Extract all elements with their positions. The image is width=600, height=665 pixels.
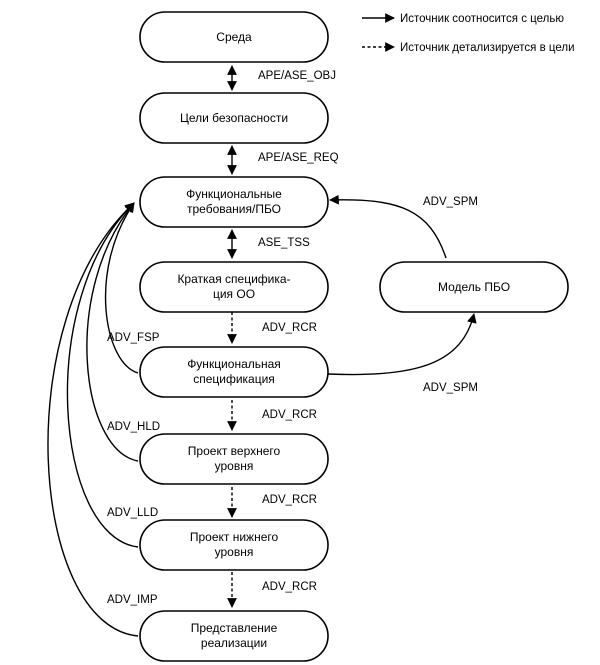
node-functional-spec-line1: Функциональная: [187, 357, 281, 371]
edge-implementation-requirements: [47, 202, 139, 637]
node-security-objectives: Цели безопасности: [139, 92, 329, 144]
node-tsf-model-label: Модель ПБО: [438, 280, 510, 294]
edge-label-adv-rcr-1: ADV_RCR: [262, 322, 317, 334]
node-low-level-design: Проект нижнего уровня: [139, 519, 329, 571]
node-functional-requirements-line1: Функциональные: [186, 187, 282, 201]
edge-funcspec-requirements: [104, 202, 139, 374]
edge-model-requirements: [329, 194, 447, 259]
edge-label-ape-ase-req: APE/ASE_REQ: [258, 152, 339, 164]
node-high-level-design: Проект верхнего уровня: [139, 433, 329, 485]
node-functional-spec-line2: спецификация: [193, 372, 275, 386]
node-functional-requirements-line2: требования/ПБО: [187, 202, 281, 216]
node-environment-label: Среда: [216, 30, 252, 44]
node-tsf-model: Модель ПБО: [379, 261, 569, 313]
edge-hld-requirements: [86, 202, 139, 462]
node-high-level-design-line1: Проект верхнего: [188, 444, 281, 458]
edge-label-adv-fsp: ADV_FSP: [107, 332, 160, 344]
node-toe-summary-spec: Краткая специфика- ция ОО: [139, 261, 329, 313]
edge-funcspec-model: [327, 313, 477, 376]
node-low-level-design-line1: Проект нижнего: [190, 530, 279, 544]
node-security-objectives-label: Цели безопасности: [180, 111, 288, 125]
legend: Источник соотносится с целью Источник де…: [362, 13, 575, 54]
edge-label-adv-spm-bottom: ADV_SPM: [423, 382, 478, 394]
legend-solid-label: Источник соотносится с целью: [400, 13, 564, 25]
edge-label-adv-rcr-2: ADV_RCR: [262, 409, 317, 421]
edge-label-adv-hld: ADV_HLD: [107, 421, 160, 433]
node-implementation-line1: Представление: [191, 621, 278, 635]
node-environment: Среда: [139, 11, 329, 63]
node-implementation: Представление реализации: [139, 610, 329, 662]
node-functional-requirements: Функциональные требования/ПБО: [139, 176, 329, 228]
node-toe-summary-spec-line1: Краткая специфика-: [177, 272, 290, 286]
legend-dashed-label: Источник детализируется в цели: [400, 42, 575, 54]
edge-label-adv-lld: ADV_LLD: [107, 507, 158, 519]
node-implementation-line2: реализации: [201, 636, 267, 650]
node-low-level-design-line2: уровня: [215, 545, 254, 559]
node-functional-spec: Функциональная спецификация: [139, 346, 329, 398]
node-high-level-design-line2: уровня: [215, 459, 254, 473]
node-toe-summary-spec-line2: ция ОО: [213, 287, 255, 301]
edge-label-adv-rcr-3: ADV_RCR: [262, 494, 317, 506]
edge-label-ase-tss: ASE_TSS: [258, 237, 310, 249]
edge-label-adv-rcr-4: ADV_RCR: [262, 581, 317, 593]
edge-label-adv-spm-top: ADV_SPM: [423, 196, 478, 208]
edge-lld-requirements: [66, 202, 139, 548]
edge-label-ape-ase-obj: APE/ASE_OBJ: [258, 70, 336, 82]
edge-label-adv-imp: ADV_IMP: [107, 594, 158, 606]
